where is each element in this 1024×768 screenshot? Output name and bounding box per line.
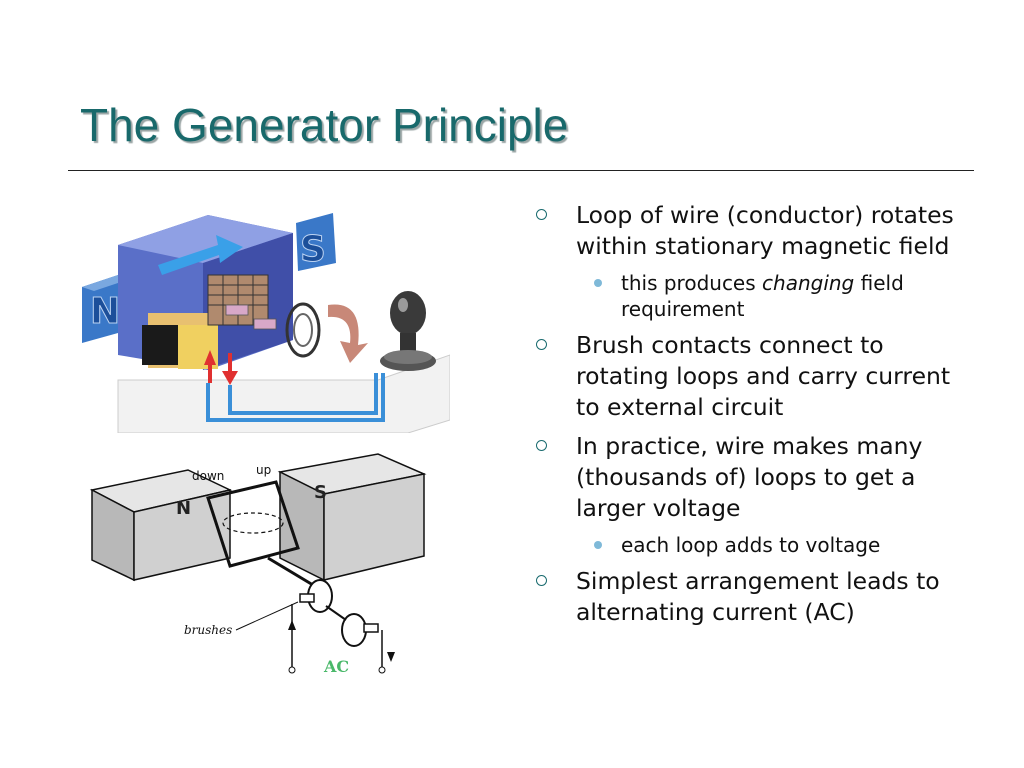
bullet-1-text: Loop of wire (conductor) rotates within … bbox=[576, 201, 954, 260]
bullet-list: Loop of wire (conductor) rotates within … bbox=[536, 200, 976, 636]
sub-bullet-1-1-post: field requirement bbox=[621, 271, 904, 321]
sub-bullet-3-1-text: each loop adds to voltage bbox=[621, 533, 881, 557]
generator-cutaway-illustration: N S bbox=[78, 205, 450, 433]
bullet-4: Simplest arrangement leads to alternatin… bbox=[536, 566, 976, 628]
magnet-s-label-bottom: S bbox=[314, 482, 327, 503]
bullet-3-text: In practice, wire makes many (thousands … bbox=[576, 432, 923, 522]
sub-bullet-3-1: each loop adds to voltage bbox=[594, 532, 976, 558]
slide-title: The Generator Principle bbox=[80, 99, 569, 151]
label-down: down bbox=[192, 469, 224, 483]
sub-bullet-1-1-emphasis: changing bbox=[762, 271, 855, 295]
magnet-n-label-top: N bbox=[90, 291, 120, 332]
bullet-4-text: Simplest arrangement leads to alternatin… bbox=[576, 567, 940, 626]
bullet-3: In practice, wire makes many (thousands … bbox=[536, 431, 976, 524]
hollow-circle-bullet-icon bbox=[536, 575, 547, 586]
label-ac: AC bbox=[323, 657, 349, 676]
dot-bullet-icon bbox=[594, 541, 602, 549]
bullet-2-text: Brush contacts connect to rotating loops… bbox=[576, 331, 951, 421]
label-up: up bbox=[256, 463, 271, 477]
title-divider bbox=[68, 170, 974, 171]
label-brushes: brushes bbox=[184, 623, 232, 637]
sub-bullet-1-1: this produces changing field requirement bbox=[594, 270, 976, 322]
hollow-circle-bullet-icon bbox=[536, 339, 547, 350]
dot-bullet-icon bbox=[594, 279, 602, 287]
hollow-circle-bullet-icon bbox=[536, 440, 547, 451]
magnet-s-label-top: S bbox=[300, 229, 326, 270]
sub-bullet-1-1-pre: this produces bbox=[621, 271, 763, 295]
loop-generator-diagram: N S down up brushes AC bbox=[88, 448, 448, 680]
bullet-1: Loop of wire (conductor) rotates within … bbox=[536, 200, 976, 262]
magnet-n-label-bottom: N bbox=[176, 498, 191, 519]
hollow-circle-bullet-icon bbox=[536, 209, 547, 220]
bullet-2: Brush contacts connect to rotating loops… bbox=[536, 330, 976, 423]
